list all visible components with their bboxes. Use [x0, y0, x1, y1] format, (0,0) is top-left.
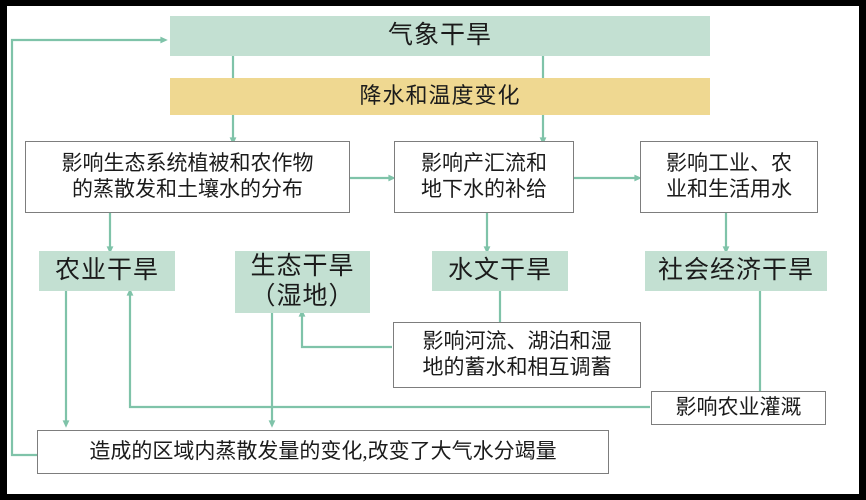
- precip-temp-change-label: 降水和温度变化: [359, 83, 521, 109]
- effect-industry-line2: 业和生活用水: [666, 177, 792, 201]
- effect-runoff-line2: 地下水的补给: [421, 177, 547, 201]
- agricultural-drought-label: 农业干旱: [54, 256, 159, 284]
- effect-runoff-line1: 影响产汇流和: [421, 151, 547, 176]
- effect-industry-label: 影响工业、农 业和生活用水: [660, 151, 798, 202]
- effect-ecosystem-line1: 影响生态系统植被和农作物: [61, 151, 314, 176]
- node-ecological-drought[interactable]: 生态干旱 （湿地）: [235, 251, 370, 313]
- node-precip-temp-change[interactable]: 降水和温度变化: [170, 78, 710, 115]
- node-effect-irrigation[interactable]: 影响农业灌溉: [651, 391, 826, 425]
- node-effect-rivers[interactable]: 影响河流、湖泊和湿 地的蓄水和相互调蓄: [393, 322, 641, 388]
- node-bottom-summary[interactable]: 造成的区域内蒸散发量的变化,改变了大气水分竭量: [37, 430, 609, 474]
- meteorological-drought-label: 气象干旱: [387, 21, 492, 49]
- node-effect-industry[interactable]: 影响工业、农 业和生活用水: [640, 141, 818, 213]
- effect-ecosystem-line2: 的蒸散发和土壤水的分布: [72, 177, 303, 201]
- edge-irrigation-to-agri-drought: [126, 288, 650, 409]
- hydrological-drought-label: 水文干旱: [447, 256, 552, 284]
- ecological-drought-line2: （湿地）: [250, 283, 355, 310]
- ecological-drought-line1: 生态干旱: [250, 252, 355, 280]
- effect-runoff-label: 影响产汇流和 地下水的补给: [415, 151, 553, 202]
- ecological-drought-label: 生态干旱 （湿地）: [250, 252, 354, 313]
- edge-summary-to-meteo-drought: [10, 36, 168, 457]
- node-meteorological-drought[interactable]: 气象干旱: [170, 16, 710, 56]
- bottom-summary-label: 造成的区域内蒸散发量的变化,改变了大气水分竭量: [89, 439, 557, 464]
- node-socioeconomic-drought[interactable]: 社会经济干旱: [645, 251, 827, 291]
- socioeconomic-drought-label: 社会经济干旱: [657, 256, 814, 284]
- effect-rivers-line2: 地的蓄水和相互调蓄: [422, 355, 612, 379]
- node-effect-runoff[interactable]: 影响产汇流和 地下水的补给: [394, 141, 574, 213]
- node-hydrological-drought[interactable]: 水文干旱: [432, 251, 568, 291]
- node-effect-ecosystem[interactable]: 影响生态系统植被和农作物 的蒸散发和土壤水的分布: [25, 141, 350, 213]
- effect-ecosystem-label: 影响生态系统植被和农作物 的蒸散发和土壤水的分布: [56, 151, 320, 202]
- node-agricultural-drought[interactable]: 农业干旱: [39, 251, 175, 291]
- effect-rivers-label: 影响河流、湖泊和湿 地的蓄水和相互调蓄: [417, 329, 618, 380]
- effect-industry-line1: 影响工业、农: [666, 151, 792, 176]
- effect-irrigation-label: 影响农业灌溉: [675, 395, 802, 420]
- edge-rivers-to-eco-drought: [298, 309, 392, 349]
- effect-rivers-line1: 影响河流、湖泊和湿: [422, 329, 612, 354]
